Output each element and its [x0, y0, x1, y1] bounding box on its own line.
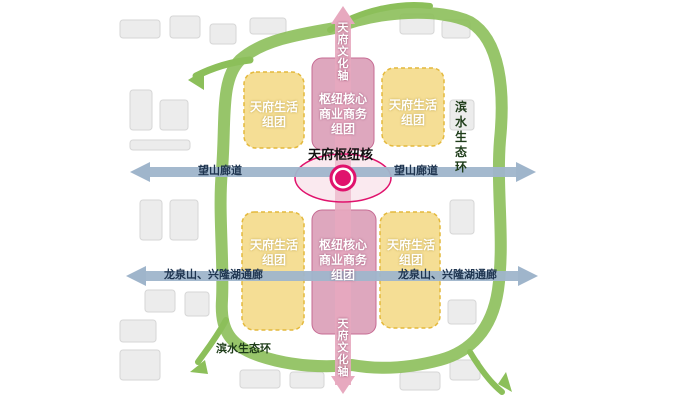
eco-ring — [214, 6, 508, 374]
living-cluster-br-label: 天府生活组团 — [386, 238, 435, 267]
commercial-cluster-top-label: 枢纽核心商业商务组团 — [318, 92, 367, 136]
wangshan-corridor-right-label: 望山廊道 — [394, 164, 438, 177]
culture-axis-top-label: 天府文化轴 — [337, 21, 349, 83]
eco-branch-bottom-left — [195, 317, 229, 365]
commercial-cluster-bottom-label: 枢纽核心商业商务组团 — [318, 238, 367, 282]
culture-axis-arrow-top — [331, 6, 355, 24]
eco-arrow-bottom-left — [190, 360, 208, 374]
eco-ring-right-label: 滨水生态环 — [454, 100, 467, 174]
hub-label: 天府枢纽核 — [308, 148, 374, 163]
eco-arrow-left — [188, 70, 204, 90]
living-cluster-tl — [243, 71, 305, 149]
living-cluster-tr-label: 天府生活组团 — [388, 98, 437, 127]
longquan-corridor-right-label: 龙泉山、兴隆湖通廊 — [398, 268, 497, 281]
longquan-corridor — [126, 266, 538, 286]
eco-arrow-bottom-right — [498, 372, 512, 392]
living-cluster-tr — [381, 67, 445, 147]
wangshan-corridor-left-label: 望山廊道 — [198, 164, 242, 177]
culture-axis-arrow-bottom — [331, 376, 355, 394]
living-cluster-br — [379, 211, 441, 329]
background-buildings — [119, 13, 481, 391]
eco-branch-top-left — [192, 56, 254, 80]
hub-marker-inner — [335, 170, 351, 186]
eco-ring-bottom-label: 滨水生态环 — [216, 342, 271, 355]
living-cluster-bl-label: 天府生活组团 — [249, 238, 298, 267]
longquan-corridor-left-label: 龙泉山、兴隆湖通廊 — [164, 268, 263, 281]
culture-axis-bottom-label: 天府文化轴 — [337, 317, 349, 379]
eco-branch-bottom-right — [467, 349, 505, 395]
living-cluster-tl-label: 天府生活组团 — [249, 100, 298, 129]
